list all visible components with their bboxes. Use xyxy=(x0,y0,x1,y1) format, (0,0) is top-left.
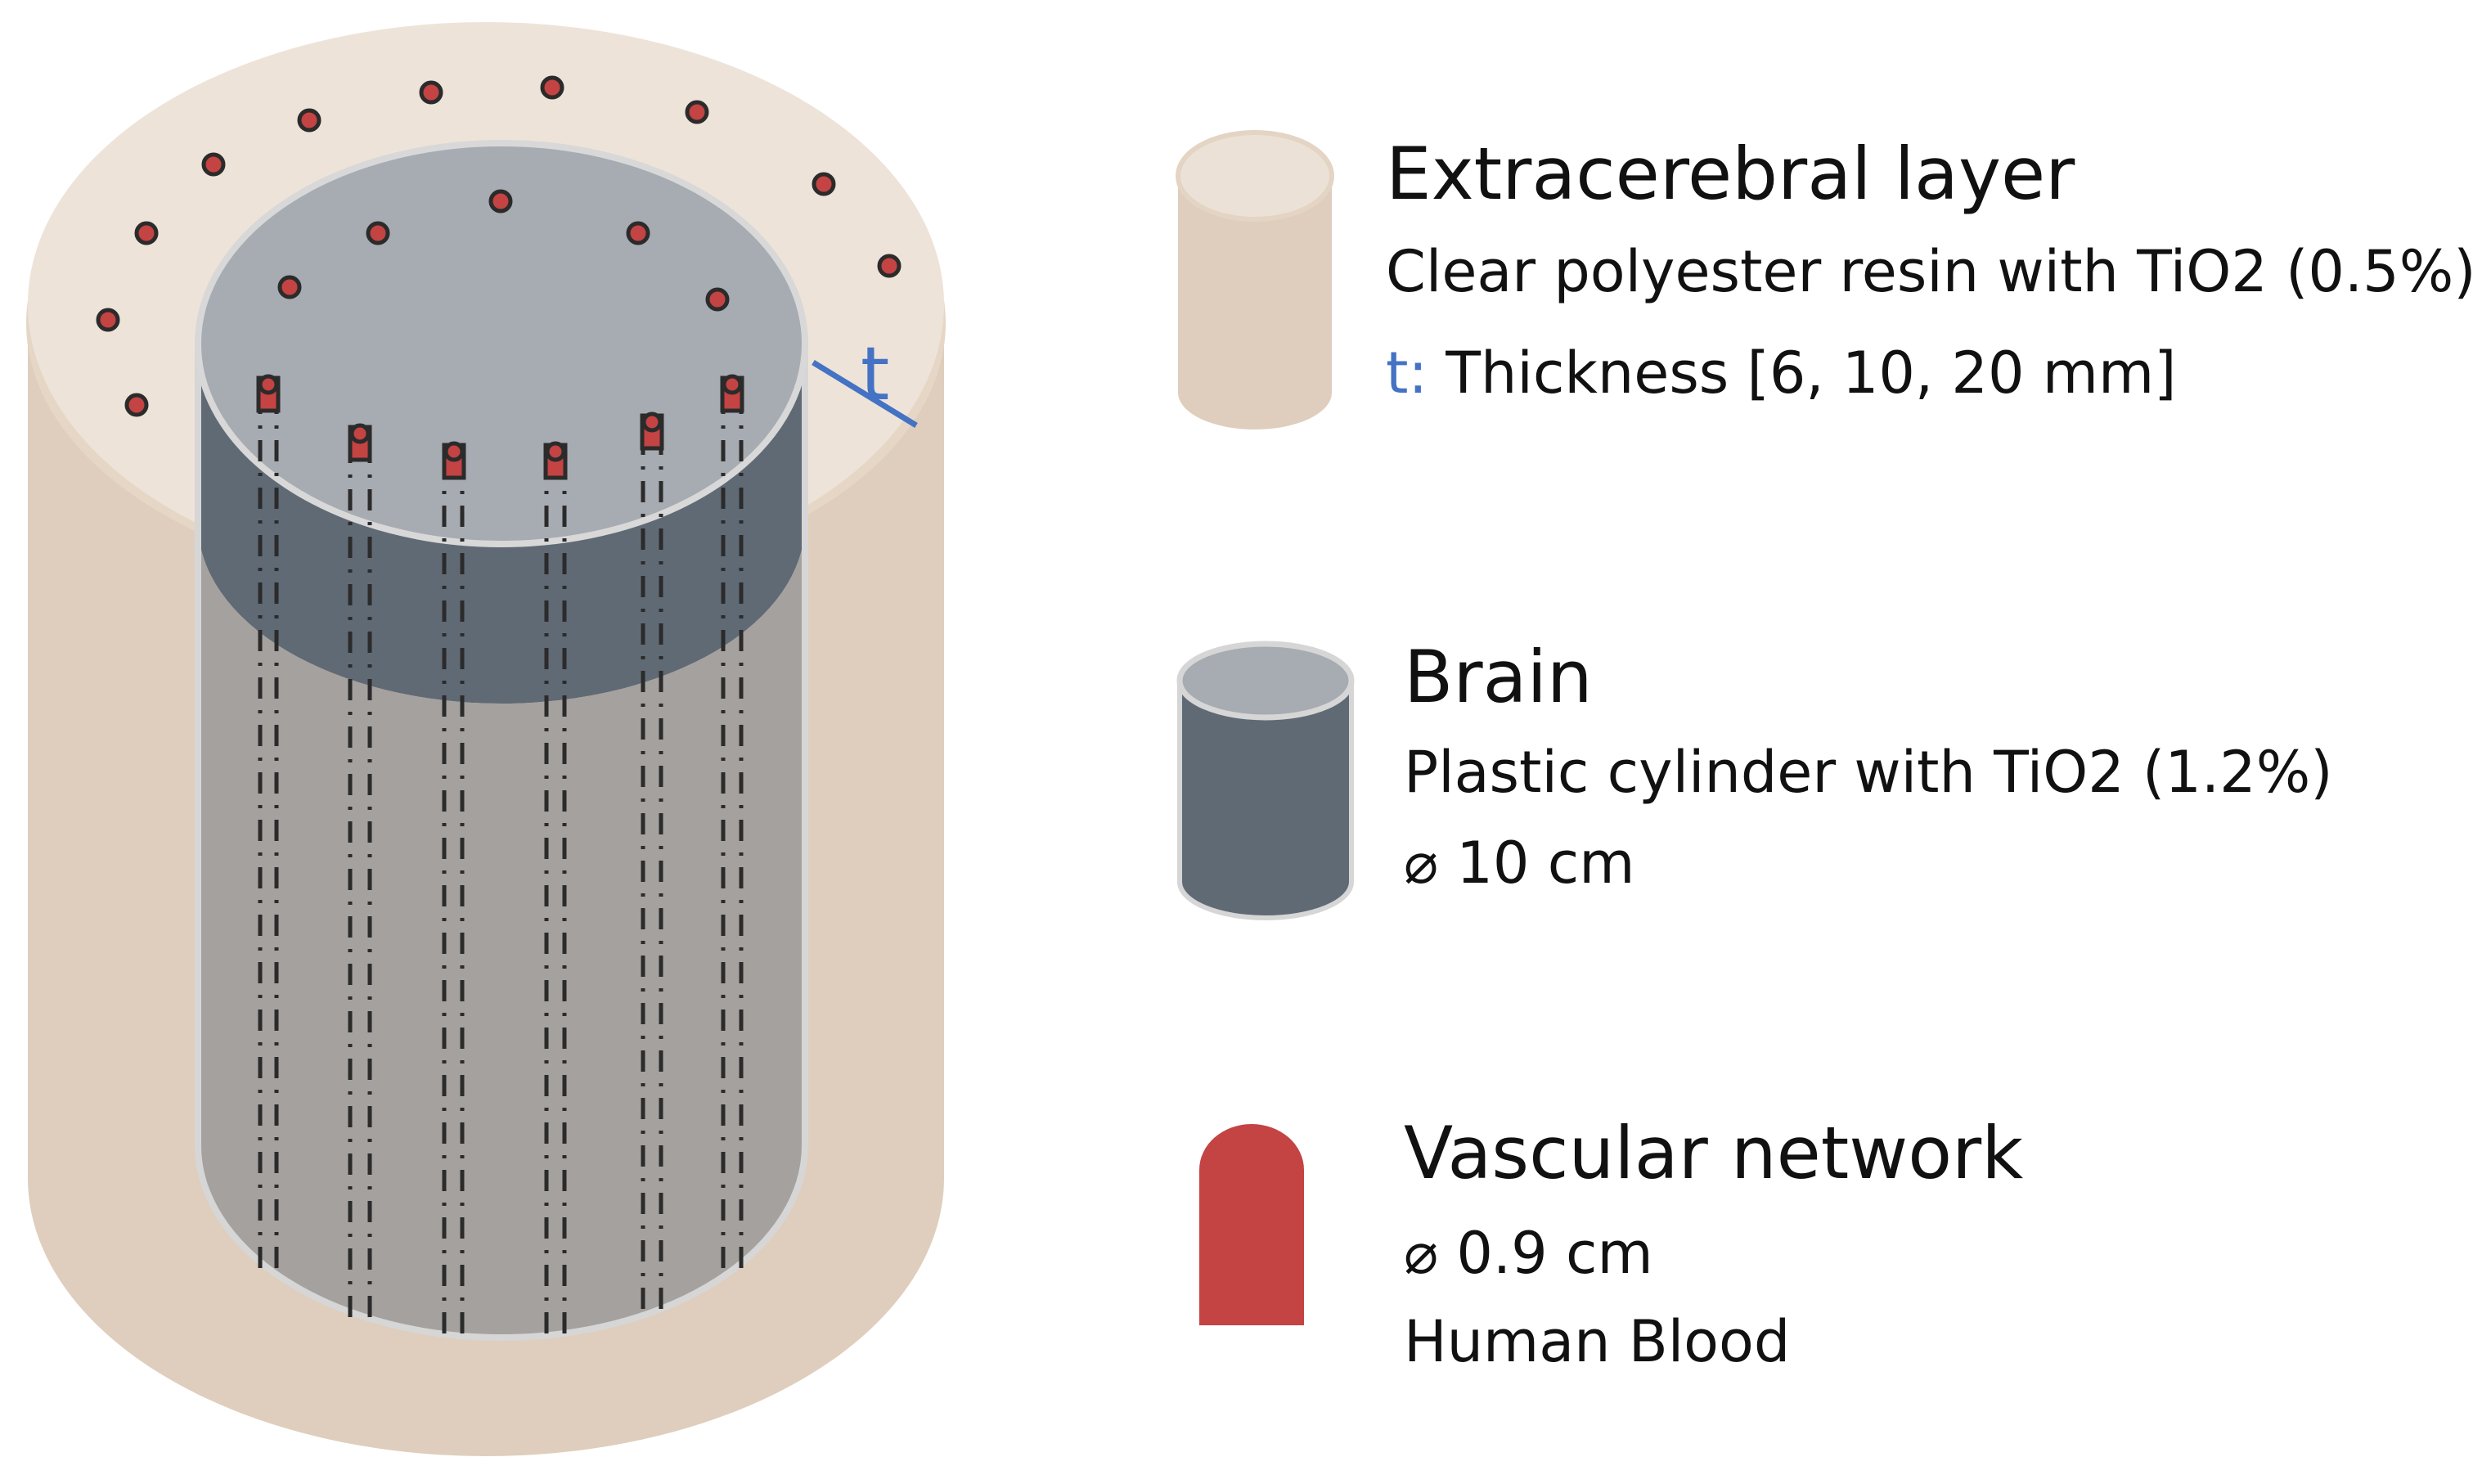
red-vessel-icon xyxy=(1199,1124,1304,1325)
legend-extracerebral-material: Clear polyester resin with TiO2 (0.5%) xyxy=(1386,238,2476,305)
vessel-dot xyxy=(540,75,564,100)
vessel-dot xyxy=(201,152,226,177)
vessel-dots xyxy=(96,75,902,417)
vessel-dot xyxy=(626,221,650,245)
legend-vascular-title: Vascular network xyxy=(1404,1111,2024,1195)
vessel-tip xyxy=(442,441,466,480)
vessel-dot xyxy=(488,189,513,214)
vessel-tip xyxy=(348,423,372,462)
grey-cylinder-icon xyxy=(1176,641,1355,920)
thickness-prefix: t: xyxy=(1386,340,1428,407)
legend-extracerebral-thickness: t: Thickness [6, 10, 20 mm] xyxy=(1386,339,2176,407)
vessel-dot xyxy=(124,393,149,417)
legend-brain-title: Brain xyxy=(1404,635,1593,719)
vessel-dot xyxy=(419,80,443,105)
vessel-dot xyxy=(297,108,321,133)
thickness-values: Thickness [6, 10, 20 mm] xyxy=(1446,340,2177,407)
legend-brain-diameter: ⌀ 10 cm xyxy=(1404,830,1635,897)
vessel-dot xyxy=(877,254,902,278)
legend-brain-material: Plastic cylinder with TiO2 (1.2%) xyxy=(1404,739,2333,806)
legend-vascular-medium: Human Blood xyxy=(1404,1308,1791,1375)
brain-side-outline xyxy=(195,335,808,1341)
vessel-dot xyxy=(134,221,159,245)
thickness-marker xyxy=(812,360,918,428)
legend-vascular-diameter: ⌀ 0.9 cm xyxy=(1404,1220,1653,1287)
vessel-dot xyxy=(812,172,836,196)
beige-cylinder-icon xyxy=(1176,130,1334,429)
brain-cylinder xyxy=(195,140,808,1341)
vessel-tip xyxy=(256,374,281,413)
vessel-tips xyxy=(256,374,744,480)
vessel-dot xyxy=(685,100,709,124)
thickness-symbol: t xyxy=(861,331,889,417)
vessel-dot xyxy=(366,221,390,245)
legend-extracerebral-title: Extracerebral layer xyxy=(1386,132,2075,216)
vessel-dot xyxy=(277,275,302,299)
vessel-channels xyxy=(258,393,744,1333)
vessel-tip xyxy=(720,374,744,413)
vessel-dot xyxy=(96,308,120,332)
vessel-tip xyxy=(543,441,568,480)
vessel-tip xyxy=(640,411,664,451)
vessel-dot xyxy=(705,287,730,312)
